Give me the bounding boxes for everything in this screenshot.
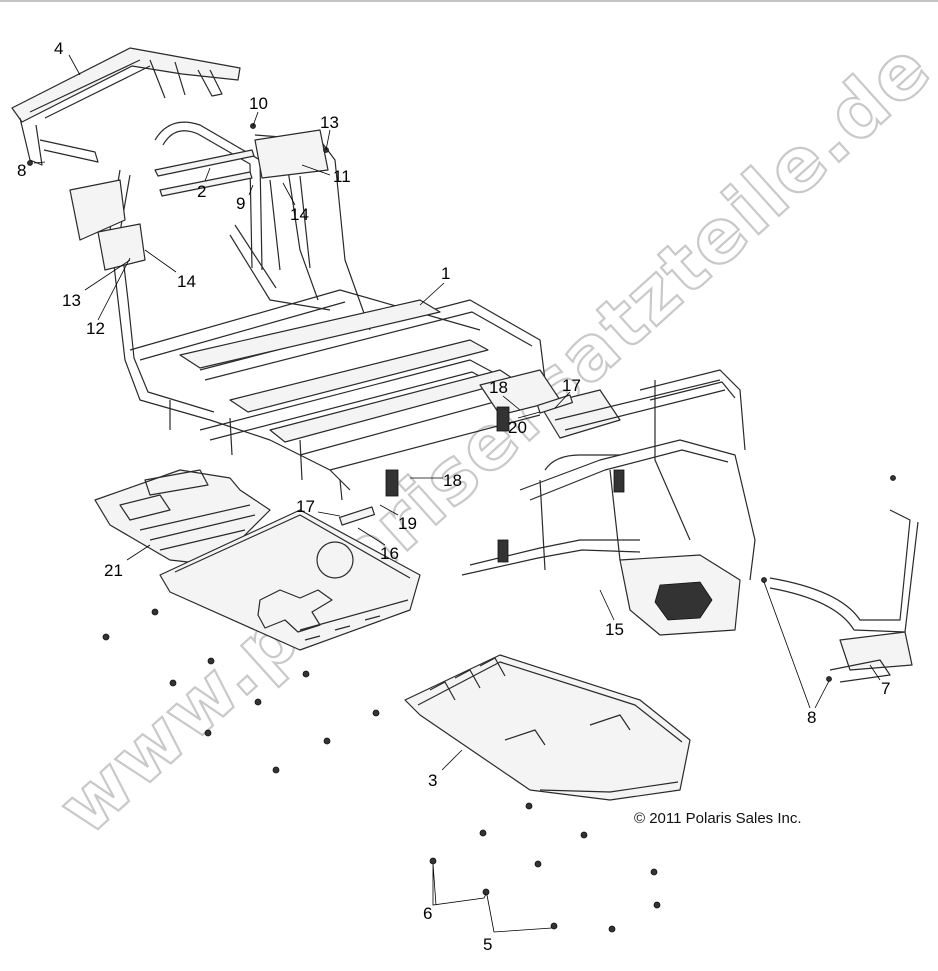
callout-13-lower: 13 (62, 291, 81, 310)
callout-11: 11 (333, 167, 351, 186)
copyright-notice: © 2011 Polaris Sales Inc. (634, 810, 802, 827)
callout-4: 4 (54, 39, 63, 58)
callout-3: 3 (428, 771, 437, 790)
callout-16: 16 (380, 544, 399, 563)
part-4-upper-crossbar (11, 47, 241, 166)
callout-labels: 4 10 13 11 8 2 9 14 13 14 12 1 18 17 20 … (17, 39, 890, 954)
callout-12: 12 (86, 319, 105, 338)
leader-lines (33, 54, 881, 933)
callout-9: 9 (236, 194, 245, 213)
callout-17-upper: 17 (562, 376, 581, 395)
callout-14-upper: 14 (290, 205, 309, 224)
callout-1: 1 (441, 264, 450, 283)
callout-20: 20 (508, 418, 527, 437)
callout-6: 6 (423, 904, 432, 923)
part-21-rear-skid (94, 469, 271, 566)
callout-14-lower: 14 (177, 272, 196, 291)
part-3-front-skid (404, 654, 691, 801)
callout-18-upper: 18 (489, 378, 508, 397)
fasteners (27, 123, 896, 933)
part-7-bumper (769, 509, 919, 683)
callout-18-lower: 18 (443, 471, 462, 490)
callout-5: 5 (483, 935, 492, 954)
callout-19: 19 (398, 514, 417, 533)
callout-21: 21 (104, 561, 123, 580)
callout-7: 7 (881, 679, 890, 698)
callout-15: 15 (605, 620, 624, 639)
callout-2: 2 (197, 182, 206, 201)
mounting-plates (338, 394, 625, 563)
part-2-bar (154, 149, 255, 197)
callout-10: 10 (249, 94, 268, 113)
callout-13-upper: 13 (320, 113, 339, 132)
callout-17-lower: 17 (296, 497, 315, 516)
callout-8-upper: 8 (17, 161, 26, 180)
callout-8-lower: 8 (807, 708, 816, 727)
part-16-center-skid (159, 509, 421, 651)
